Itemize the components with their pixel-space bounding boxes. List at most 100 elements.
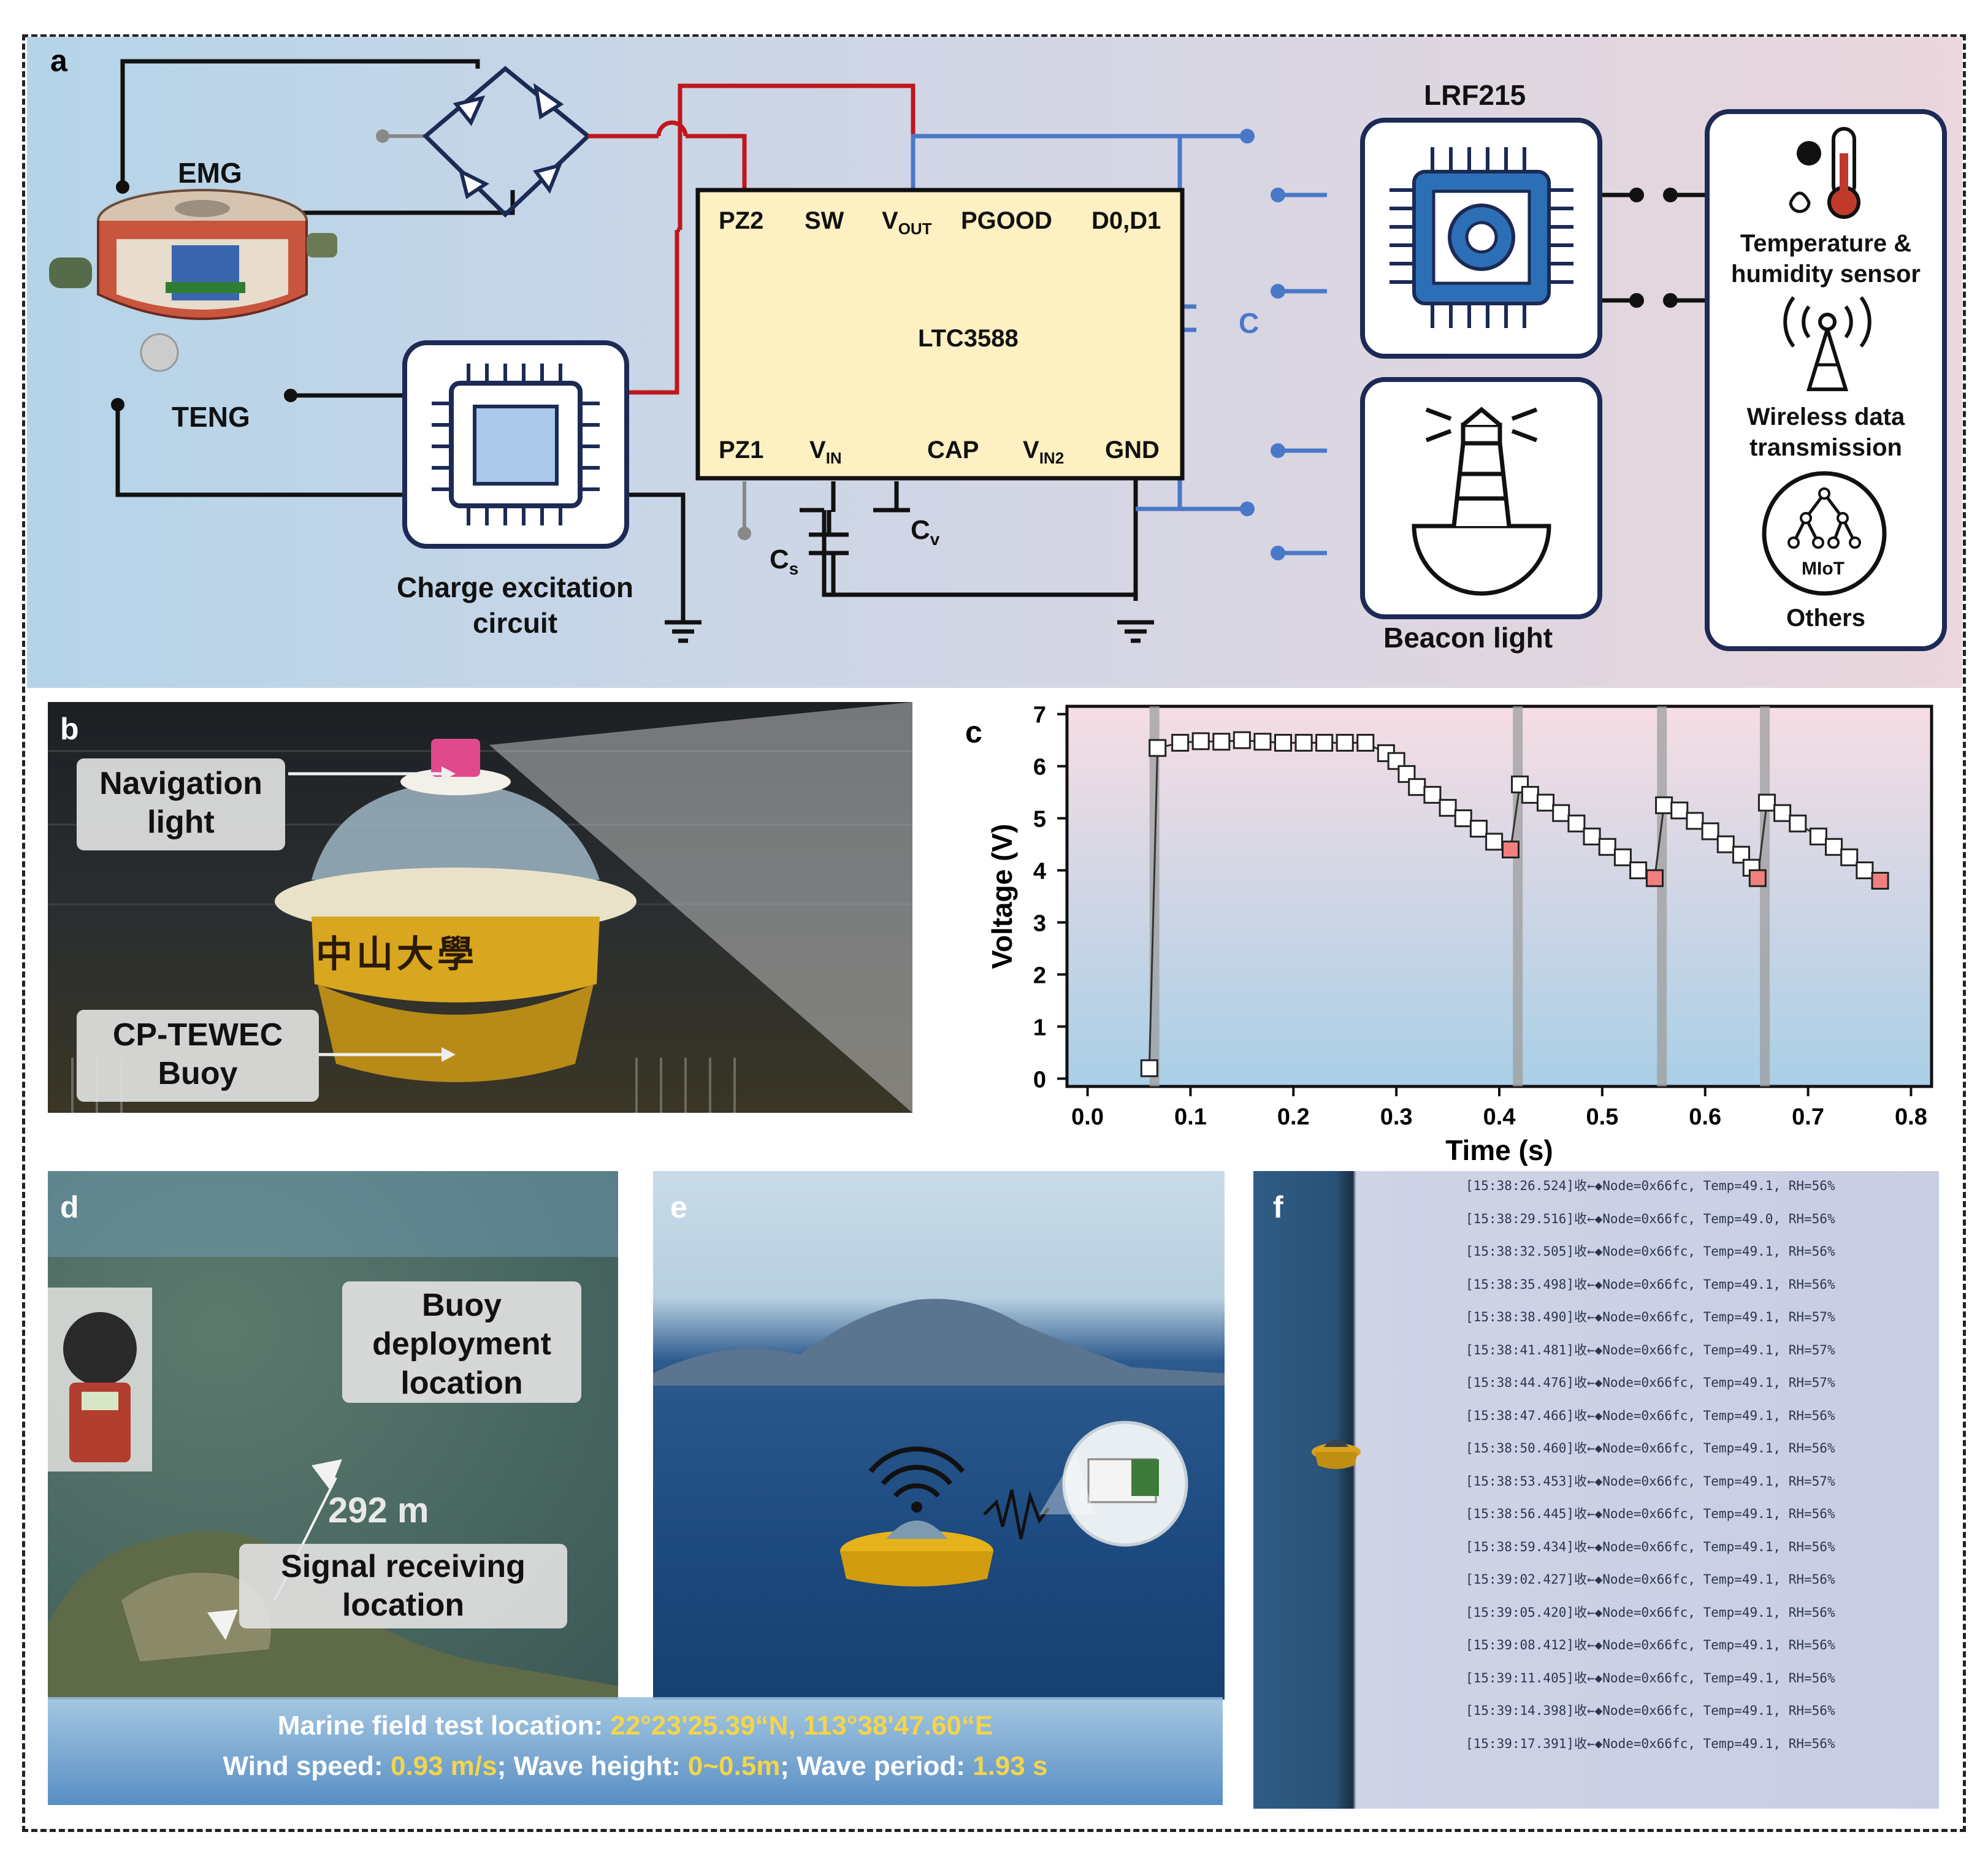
signal-receiving-callout: Signal receiving location xyxy=(239,1544,567,1628)
data-point xyxy=(1336,733,1354,752)
data-point xyxy=(1598,838,1616,856)
log-line: [15:38:35.498]收←◆Node=0x66fc, Temp=49.1,… xyxy=(1466,1277,1835,1292)
data-point-red xyxy=(1748,869,1767,887)
y-tick-label: 6 xyxy=(1033,755,1046,780)
log-line: [15:39:17.391]收←◆Node=0x66fc, Temp=49.1,… xyxy=(1466,1736,1835,1751)
figure-frame xyxy=(22,34,1966,1832)
log-line: [15:39:02.427]收←◆Node=0x66fc, Temp=49.1,… xyxy=(1466,1572,1835,1587)
pin-vin2: VIN2 xyxy=(1023,437,1064,468)
data-point xyxy=(1670,801,1689,820)
y-tick-label: 4 xyxy=(1033,859,1046,885)
log-line: [15:38:26.524]收←◆Node=0x66fc, Temp=49.1,… xyxy=(1466,1178,1835,1193)
caption-wave-period-label: ; Wave period: xyxy=(780,1751,973,1781)
pin-vin2-v: V xyxy=(1023,437,1039,464)
charge-label-line1: Charge excitation xyxy=(397,571,633,603)
y-tick-label: 5 xyxy=(1033,807,1046,833)
data-point xyxy=(1655,796,1673,814)
panel-c-letter: c xyxy=(965,715,982,749)
data-point xyxy=(1140,1059,1158,1077)
log-line: [15:38:44.476]收←◆Node=0x66fc, Temp=49.1,… xyxy=(1466,1375,1835,1390)
log-line: [15:38:32.505]收←◆Node=0x66fc, Temp=49.1,… xyxy=(1466,1244,1835,1259)
data-point xyxy=(1567,814,1586,833)
cap-cs-c: C xyxy=(770,544,789,574)
data-point xyxy=(1773,804,1792,822)
data-point xyxy=(1423,785,1442,804)
panel-f-letter: f xyxy=(1273,1190,1283,1224)
lrf215-label: LRF215 xyxy=(1424,79,1526,111)
data-point xyxy=(1825,838,1843,856)
cap-cv-c: C xyxy=(911,515,930,545)
buoy-chinese-text: 中山大學 xyxy=(316,934,478,975)
charge-excitation-chip-box xyxy=(402,340,629,549)
data-point xyxy=(1552,804,1570,822)
deploy-line3: location xyxy=(400,1365,523,1401)
data-point xyxy=(1171,733,1190,752)
data-point xyxy=(1454,809,1472,828)
caption-line2: Wind speed: 0.93 m/s; Wave height: 0~0.5… xyxy=(48,1751,1223,1782)
pin-vin-sub: IN xyxy=(825,449,842,467)
buoy-deployment-callout: Buoy deployment location xyxy=(342,1281,581,1403)
pin-pgood: PGOOD xyxy=(961,207,1052,234)
miot-text: MIoT xyxy=(1802,559,1845,579)
data-point xyxy=(1469,820,1488,838)
pin-vin-v: V xyxy=(809,437,826,464)
buoy-label-line1: CP-TEWEC xyxy=(112,1017,283,1053)
deploy-line1: Buoy xyxy=(422,1288,502,1323)
x-tick-label: 0.2 xyxy=(1277,1104,1310,1130)
log-line: [15:38:29.516]收←◆Node=0x66fc, Temp=49.0,… xyxy=(1466,1211,1835,1226)
x-tick-label: 0.6 xyxy=(1689,1104,1721,1130)
log-line: [15:38:47.466]收←◆Node=0x66fc, Temp=49.1,… xyxy=(1466,1408,1835,1423)
navigation-light-callout: Navigation light xyxy=(77,758,285,850)
cap-cs-label: Cs xyxy=(770,544,798,579)
sea-buoy-image xyxy=(653,1299,1225,1587)
x-axis-label: Time (s) xyxy=(1445,1134,1553,1166)
charge-label-line2: circuit xyxy=(472,606,558,639)
log-line: [15:39:11.405]收←◆Node=0x66fc, Temp=49.1,… xyxy=(1466,1670,1835,1685)
panel-f-photo xyxy=(1253,1171,1939,1809)
buoy-lab-image xyxy=(48,702,912,1113)
log-line: [15:39:14.398]收←◆Node=0x66fc, Temp=49.1,… xyxy=(1466,1703,1835,1718)
signal-line2: location xyxy=(342,1587,465,1624)
red-wires xyxy=(588,83,916,395)
log-line: [15:39:08.412]收←◆Node=0x66fc, Temp=49.1,… xyxy=(1466,1638,1835,1652)
panel-b-letter: b xyxy=(60,712,79,746)
caption-wave-height-label: ; Wave height: xyxy=(497,1751,688,1781)
beacon-light-box xyxy=(1360,377,1602,619)
pin-vout-v: V xyxy=(882,207,898,234)
applications-box xyxy=(1705,109,1947,651)
data-point-red xyxy=(1501,841,1520,859)
data-point xyxy=(1212,733,1231,751)
caption-wind-label: Wind speed: xyxy=(223,1751,391,1781)
signal-line1: Signal receiving xyxy=(281,1549,526,1584)
caption-wind-value: 0.93 m/s xyxy=(390,1751,497,1781)
ic-name: LTC3588 xyxy=(918,325,1019,352)
plot-area xyxy=(1065,704,1933,1088)
antenna-icon xyxy=(1783,296,1871,391)
x-tick-label: 0.5 xyxy=(1586,1104,1618,1130)
diodes xyxy=(453,83,564,199)
y-tick-label: 0 xyxy=(1033,1067,1046,1093)
data-point xyxy=(1757,793,1776,812)
bridge-rectifier xyxy=(422,66,592,218)
data-point xyxy=(1856,861,1874,880)
callout-arrows xyxy=(288,766,456,1062)
caption-line1: Marine field test location: 22°23'25.39“… xyxy=(48,1711,1223,1741)
log-line: [15:38:59.434]收←◆Node=0x66fc, Temp=49.1,… xyxy=(1466,1539,1835,1554)
caption-wave-height-value: 0~0.5m xyxy=(687,1751,781,1781)
y-tick-label: 1 xyxy=(1033,1015,1046,1040)
pin-d0d1: D0,D1 xyxy=(1091,207,1161,234)
wireless-label-line1: Wireless data xyxy=(1746,403,1905,430)
highlight-band xyxy=(1657,706,1667,1086)
log-line: [15:38:50.460]收←◆Node=0x66fc, Temp=49.1,… xyxy=(1466,1441,1835,1456)
emg-label: EMG xyxy=(178,157,242,189)
wireless-label-line2: transmission xyxy=(1749,434,1902,461)
lrf-outputs xyxy=(1602,193,1707,303)
caption-band xyxy=(48,1697,1223,1805)
black-wires xyxy=(115,59,1138,622)
pin-pz1: PZ1 xyxy=(719,437,764,464)
panel-a-letter: a xyxy=(50,44,67,78)
x-tick-label: 0.0 xyxy=(1071,1104,1104,1130)
emg-teng-device-image xyxy=(49,189,337,372)
sensor-label-line2: humidity sensor xyxy=(1731,261,1921,288)
